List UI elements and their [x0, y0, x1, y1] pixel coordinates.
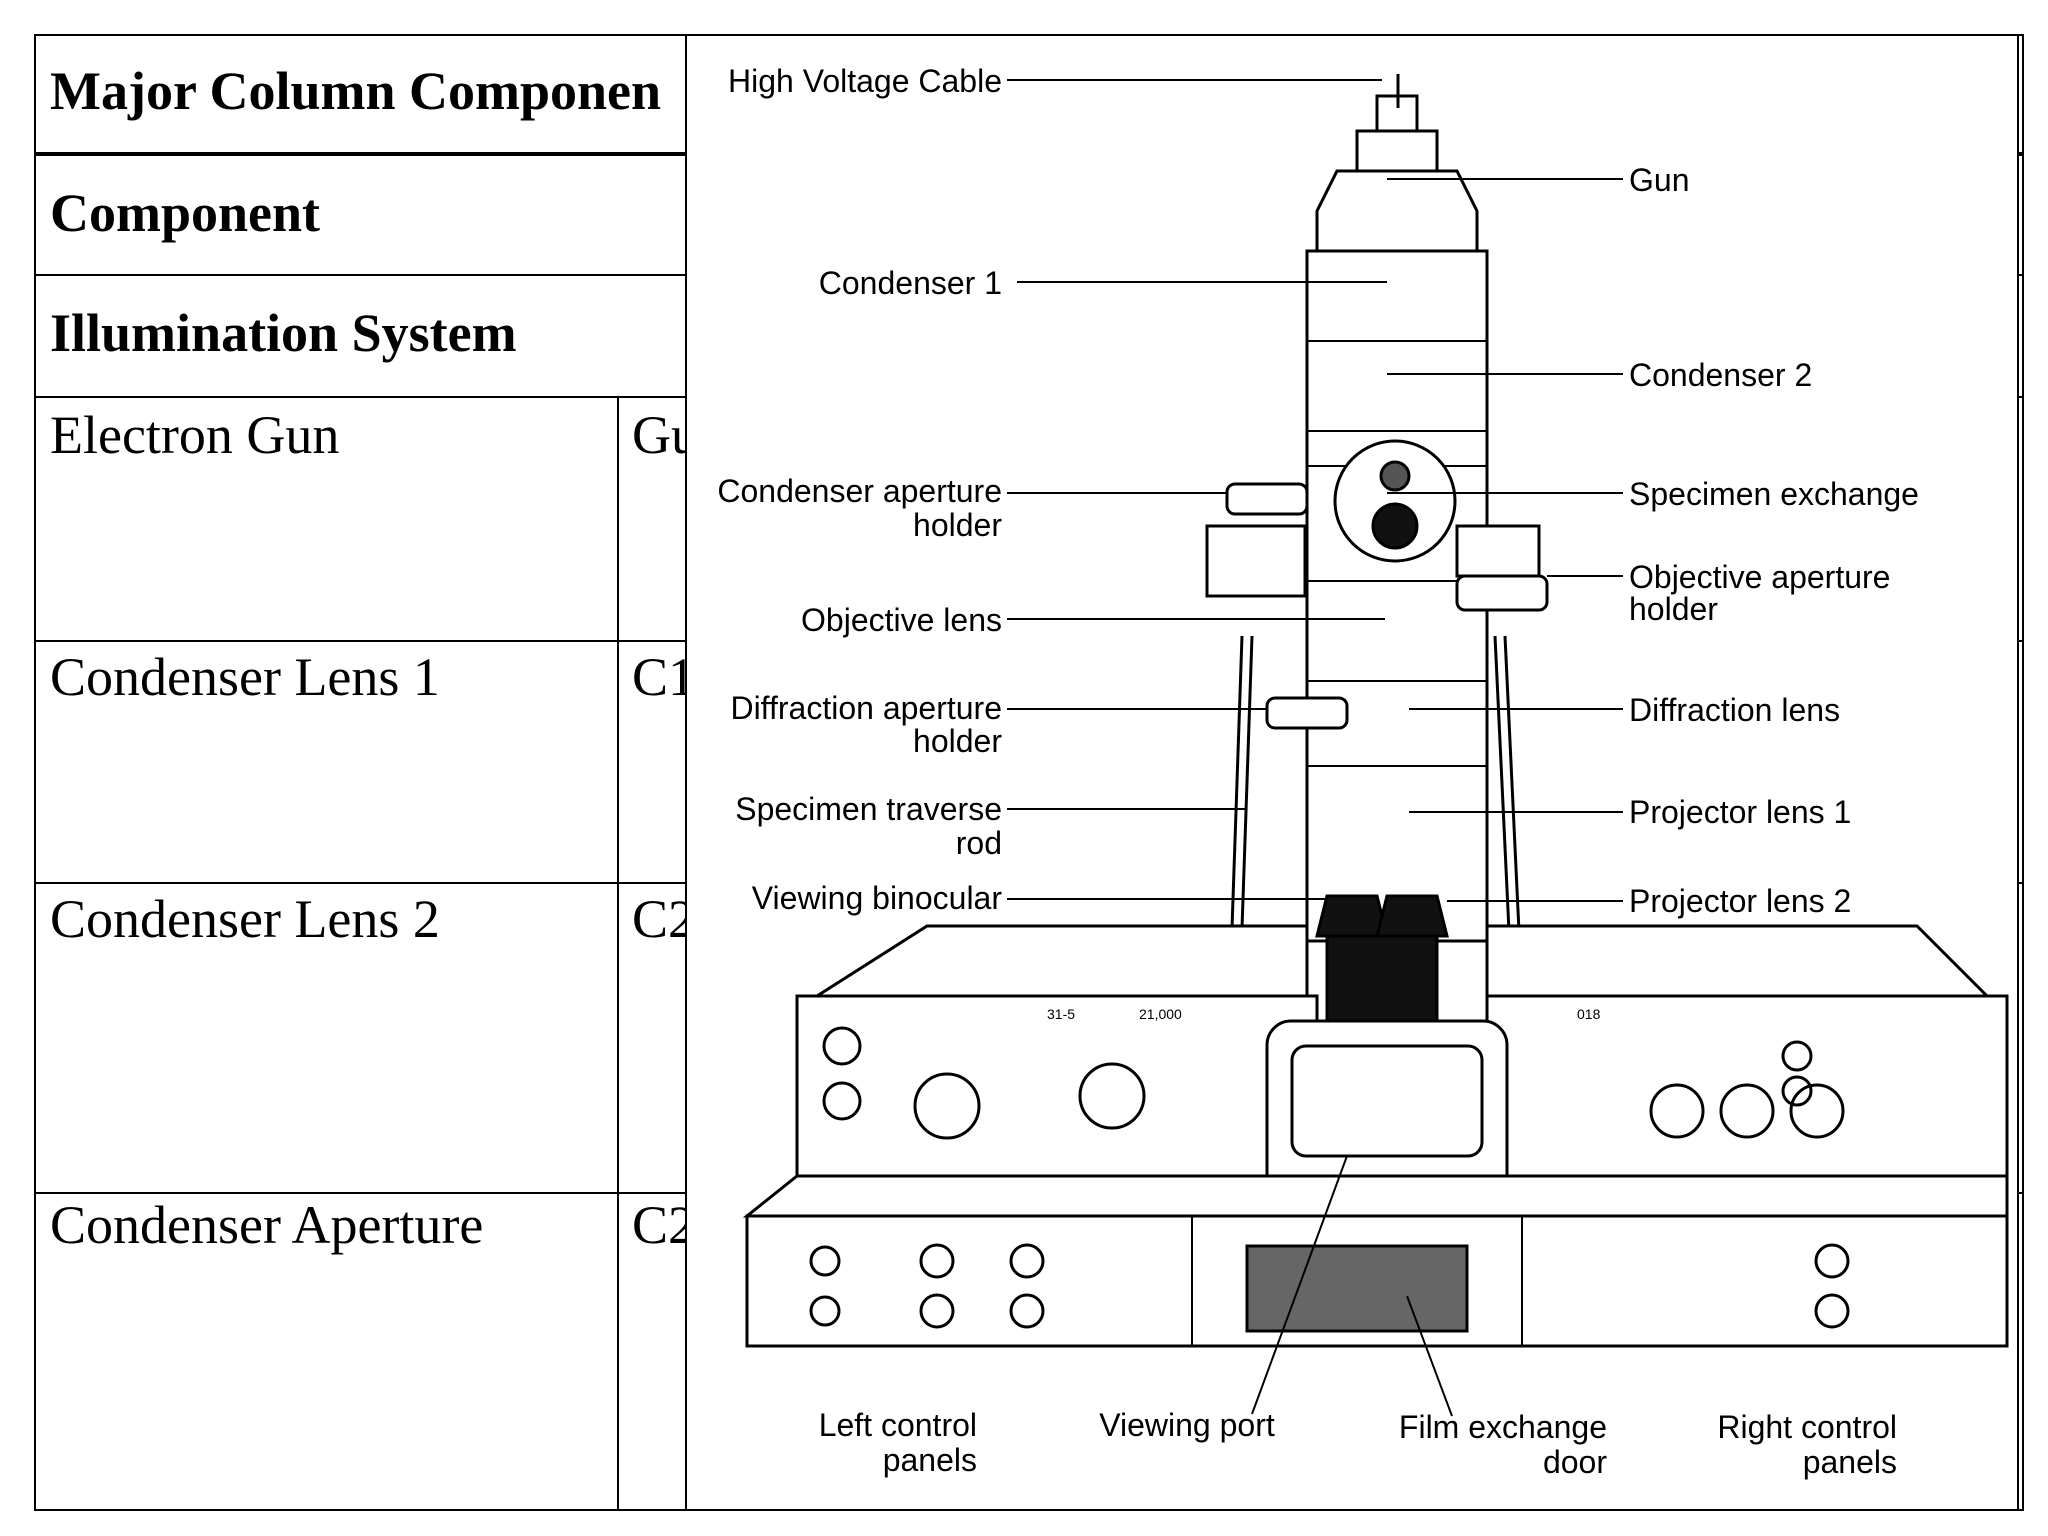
left-console-shape [795, 994, 1319, 1178]
right-console-shape [1485, 994, 2009, 1178]
label-viewing-port: Viewing port [1099, 1407, 1275, 1443]
label-left-control: Left control [819, 1407, 977, 1443]
camera-readout: 31-5 [1047, 1006, 1075, 1022]
label-right-control: Right control [1717, 1409, 1897, 1445]
table-row-code: C1 [632, 647, 696, 707]
label-objective-aperture: Objective aperture [1629, 559, 1890, 595]
table-row-name: Condenser Aperture [50, 1195, 484, 1255]
table-row-code: C2 [632, 889, 696, 949]
specimen-exchange-shape [1333, 439, 1457, 563]
label-diffraction-lens: Diffraction lens [1629, 692, 1840, 728]
label-high-voltage-cable: High Voltage Cable [728, 63, 1002, 99]
mag-readout: 21,000 [1139, 1006, 1182, 1022]
label-gun: Gun [1629, 162, 1689, 198]
objective-aperture-holder-shape [1455, 574, 1549, 612]
label-right-panels: panels [1803, 1444, 1897, 1480]
table-header-component: Component [50, 183, 321, 243]
label-specimen-traverse: Specimen traverse [735, 791, 1002, 827]
table-column-divider [617, 396, 619, 1511]
table-border-left [34, 34, 36, 1511]
label-objective-aperture-holder: holder [1629, 591, 1718, 627]
label-projector-lens-1: Projector lens 1 [1629, 794, 1851, 830]
binocular-right-shape [1375, 894, 1449, 938]
film-exchange-door-shape [1245, 1244, 1469, 1333]
desk-top-shape [742, 1174, 2009, 1218]
gun-cap-shape [1355, 129, 1439, 173]
label-left-panels: panels [883, 1442, 977, 1478]
viewing-port-shape [1290, 1044, 1484, 1158]
diffraction-aperture-holder-shape [1265, 696, 1349, 730]
table-border-right [2022, 34, 2024, 1511]
label-condenser-aperture-holder: holder [913, 507, 1002, 543]
table-row-name: Condenser Lens 1 [50, 647, 440, 707]
right-console-top [1485, 924, 1991, 998]
table-row-name: Condenser Lens 2 [50, 889, 440, 949]
left-console-top [811, 924, 1309, 998]
label-objective-lens: Objective lens [801, 602, 1002, 638]
label-condenser-1: Condenser 1 [819, 265, 1002, 301]
table-row-name: Electron Gun [50, 405, 340, 465]
label-film-exchange: Film exchange [1399, 1409, 1607, 1445]
label-diffraction-aperture-holder: holder [913, 723, 1002, 759]
tem-diagram-svg: 21,000 31-5 018 High Voltage Cable Gun C… [717, 63, 2009, 1480]
label-projector-lens-2: Projector lens 2 [1629, 883, 1851, 919]
condenser-aperture-holder-shape [1225, 482, 1309, 516]
gun-body-shape [1315, 169, 1479, 253]
label-diffraction-aperture: Diffraction aperture [730, 690, 1002, 726]
exposure-readout: 018 [1577, 1006, 1601, 1022]
label-condenser-2: Condenser 2 [1629, 357, 1812, 393]
label-condenser-aperture: Condenser aperture [717, 473, 1002, 509]
tem-diagram: 21,000 31-5 018 High Voltage Cable Gun C… [685, 34, 2019, 1511]
binocular-left-shape [1315, 894, 1389, 938]
label-specimen-exchange: Specimen exchange [1629, 476, 1919, 512]
table-row-code: C2 [632, 1195, 696, 1255]
component-table: Major Column Componen Component Illumina… [34, 34, 2024, 1511]
table-section-illumination: Illumination System [50, 303, 517, 363]
table-title: Major Column Componen [50, 61, 662, 121]
label-film-exchange-door: door [1543, 1444, 1607, 1480]
label-specimen-traverse-rod: rod [956, 825, 1002, 861]
label-viewing-binocular: Viewing binocular [752, 880, 1003, 916]
